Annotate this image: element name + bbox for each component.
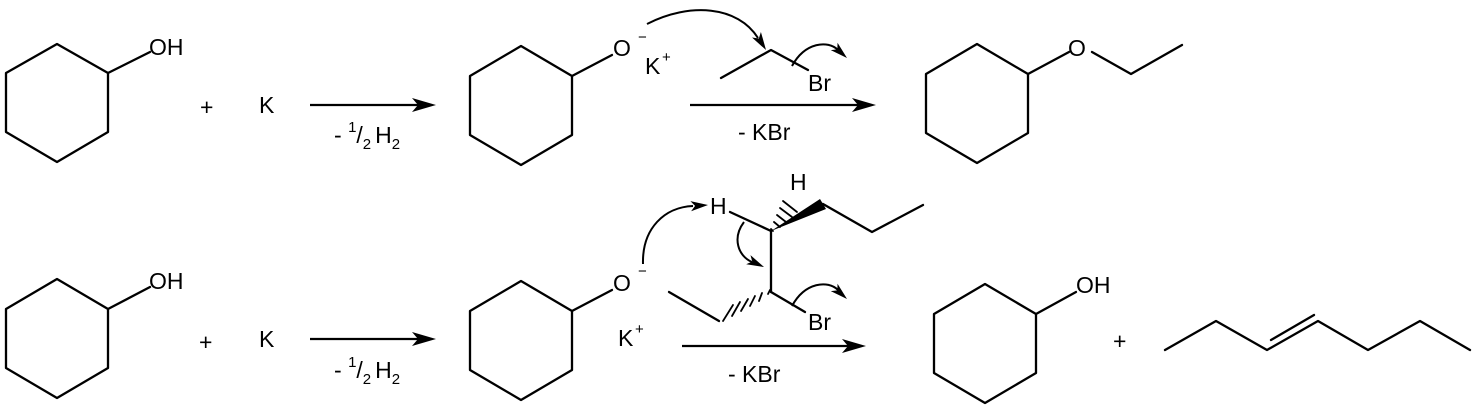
hydroxyl-label: OH <box>1076 272 1111 298</box>
bromine-label: Br <box>808 309 831 335</box>
3-bromoheptane: H H Br <box>667 169 925 335</box>
curly-arrow-leaving-group <box>791 42 851 67</box>
cyclohexanol-reactant: OH <box>4 268 184 400</box>
cyclohexane-ring <box>932 282 1038 405</box>
ethyl-chain <box>1090 43 1184 76</box>
negative-charge: − <box>638 29 647 46</box>
bromine-label: Br <box>808 70 831 96</box>
cyclohexanol-product: OH <box>932 272 1111 405</box>
hydrogen-label: H <box>710 193 727 219</box>
c-o-bond <box>570 288 614 313</box>
oxygen-label: O <box>613 270 631 296</box>
ethyl-chain <box>667 290 721 323</box>
plus-sign: + <box>200 94 213 120</box>
hept-3-ene-product <box>1163 313 1472 352</box>
positive-charge: + <box>662 49 671 66</box>
hydroxyl-label: OH <box>149 34 184 60</box>
ethyl-bromide: Br <box>719 48 831 96</box>
hashed-wedge-bond <box>770 200 798 232</box>
double-bond-line <box>1269 313 1316 342</box>
c-br-bond <box>769 290 807 314</box>
c-o-bond <box>106 50 152 75</box>
potassium-cation-label: K <box>618 325 634 351</box>
reaction-arrow <box>310 332 436 346</box>
reaction-arrow <box>682 339 866 353</box>
cyclohexane-ring <box>4 277 110 400</box>
c-h-bond <box>728 210 773 233</box>
byproduct-kbr-label: - KBr <box>738 119 791 145</box>
cyclohexane-ring <box>468 279 574 402</box>
plus-sign: + <box>199 329 212 355</box>
potassium-alkoxide: O − K + <box>468 29 671 167</box>
solid-wedge-bond <box>771 199 826 231</box>
alkene-chain <box>1163 319 1472 352</box>
oxygen-label: O <box>1068 35 1086 61</box>
byproduct-kbr-label: - KBr <box>728 361 781 387</box>
reaction-arrow <box>690 98 876 112</box>
plus-sign: + <box>1113 328 1126 354</box>
curly-arrow-pi-bond-formation <box>736 221 767 272</box>
hydrogen-label: H <box>790 169 807 195</box>
curly-arrow-proton-abstraction <box>641 199 709 265</box>
potassium-label: K <box>259 92 275 118</box>
curly-arrow-nucleophilic-attack <box>646 9 771 53</box>
c-o-bond <box>106 285 152 311</box>
positive-charge: + <box>635 321 644 338</box>
reaction-arrow <box>310 98 436 112</box>
propyl-chain <box>821 202 925 234</box>
c-o-bond <box>570 53 614 78</box>
cyclohexanol-reactant: OH <box>4 34 184 164</box>
oxygen-label: O <box>613 35 631 61</box>
cyclohexane-ring <box>4 42 110 164</box>
cyclohexane-ring <box>924 42 1030 165</box>
ethoxycyclohexane-product: O <box>924 35 1184 165</box>
potassium-cation-label: K <box>645 53 661 79</box>
potassium-label: K <box>259 326 275 352</box>
cyclohexane-ring <box>468 44 574 167</box>
curly-arrow-leaving-group <box>791 283 851 307</box>
c-o-bond <box>1034 290 1078 316</box>
potassium-alkoxide: O − K + <box>468 263 647 402</box>
negative-charge: − <box>638 263 647 280</box>
hydroxyl-label: OH <box>149 268 184 294</box>
ethyl-chain <box>719 48 810 80</box>
hashed-wedge-bond <box>722 289 771 322</box>
c-o-bond <box>1026 50 1071 76</box>
